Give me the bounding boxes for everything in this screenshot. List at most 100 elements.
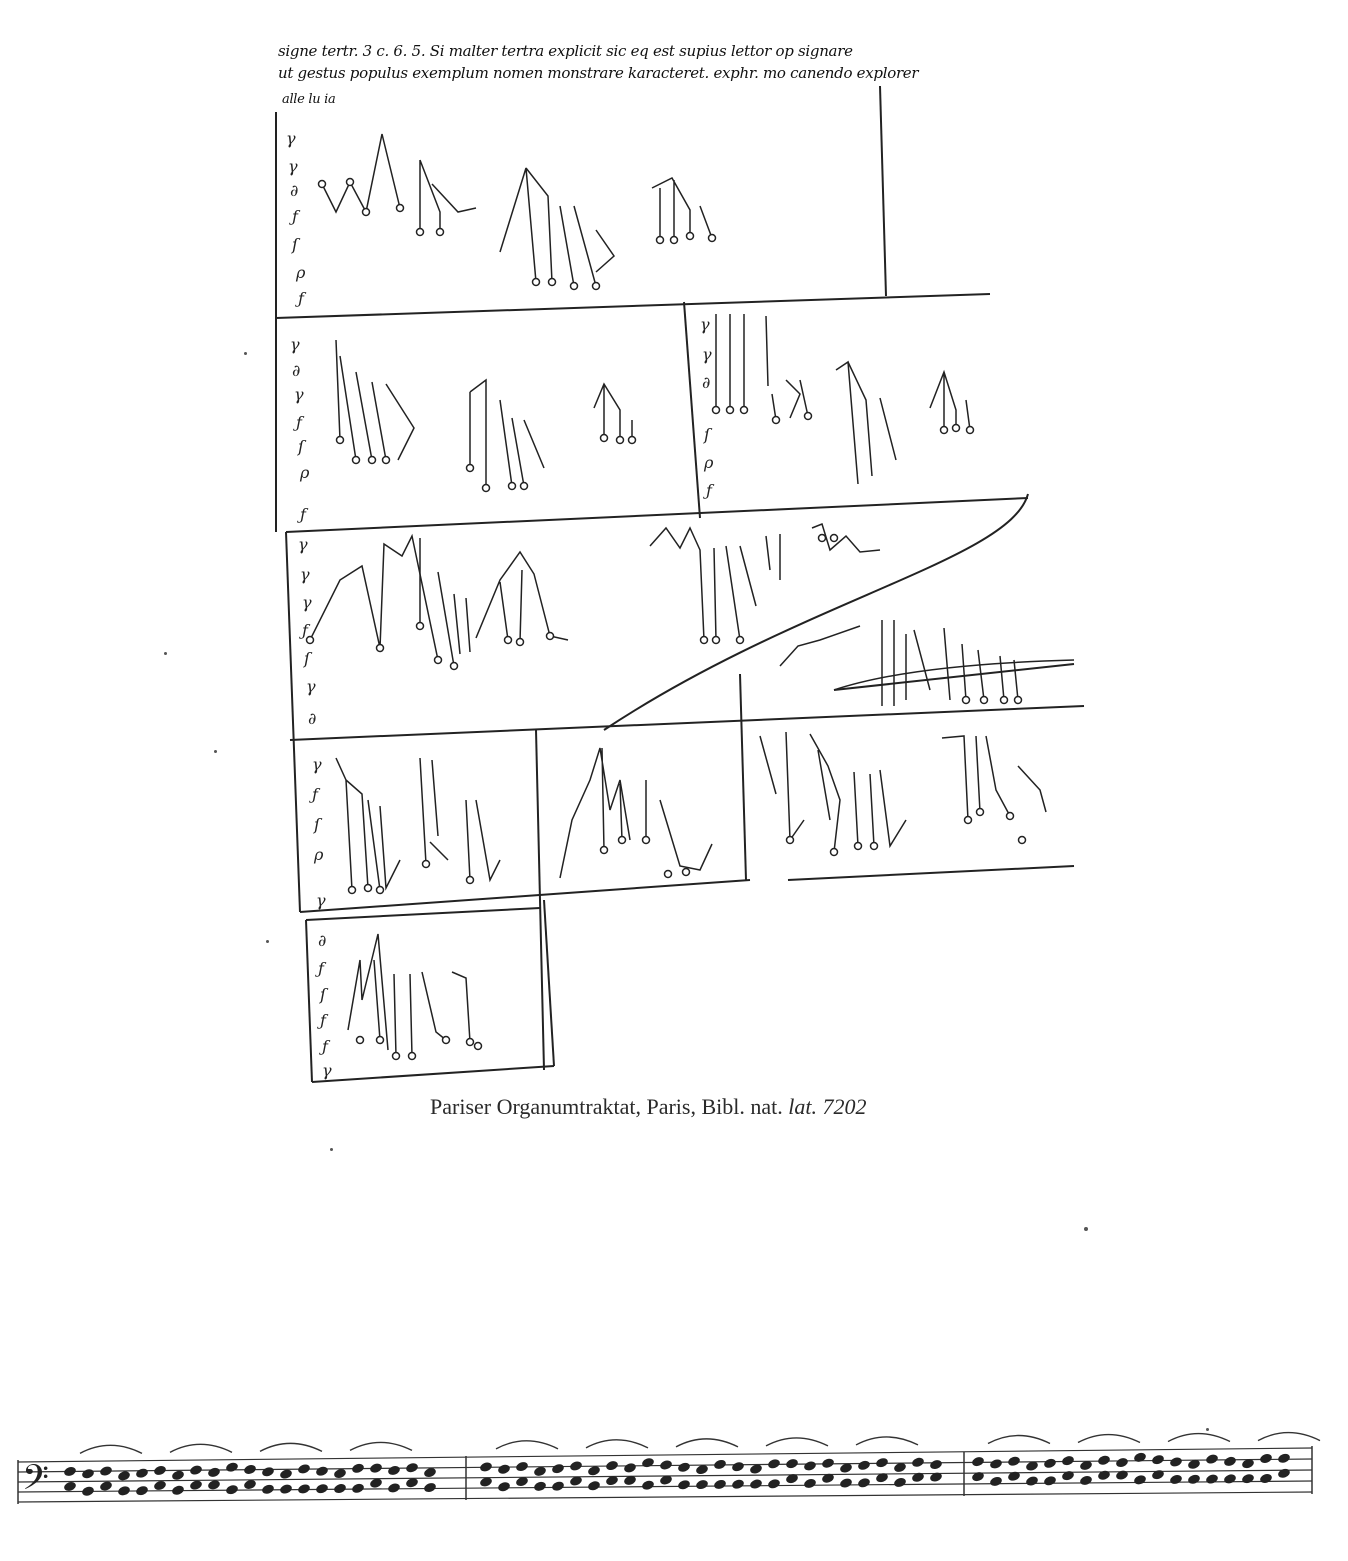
note-head	[1116, 1470, 1128, 1480]
note-head	[624, 1463, 636, 1473]
note-head	[606, 1476, 618, 1486]
note-head	[1224, 1474, 1236, 1484]
note-head	[100, 1466, 112, 1476]
slur	[349, 1441, 413, 1452]
manuscript-header-line-1: signe tertr. 3 c. 6. 5. Si malter tertra…	[278, 42, 853, 60]
note-head	[316, 1484, 328, 1494]
note-head	[822, 1458, 834, 1468]
note-head	[1242, 1459, 1254, 1469]
note-head	[714, 1459, 726, 1469]
note-head	[1062, 1471, 1074, 1481]
note-head	[388, 1483, 400, 1493]
svg-text:ſ: ſ	[319, 985, 329, 1004]
note-head	[552, 1481, 564, 1491]
note-head	[732, 1462, 744, 1472]
panel-borders	[275, 85, 1085, 1083]
note-head	[136, 1468, 148, 1478]
svg-text:γ: γ	[294, 385, 304, 404]
note-head	[1260, 1454, 1272, 1463]
svg-text:∂: ∂	[318, 931, 326, 950]
note-head	[370, 1463, 382, 1473]
note-head	[1278, 1468, 1290, 1478]
note-head	[82, 1486, 94, 1496]
note-head	[1278, 1453, 1290, 1463]
note-head	[262, 1467, 274, 1477]
note-head	[516, 1462, 528, 1471]
note-head	[1242, 1474, 1254, 1484]
note-head	[370, 1478, 382, 1488]
slur	[259, 1442, 323, 1453]
svg-text:ρ: ρ	[295, 263, 306, 282]
caption-italic: lat.	[788, 1094, 817, 1119]
note-head	[696, 1465, 708, 1475]
svg-text:ρ: ρ	[313, 845, 324, 864]
note-head	[172, 1485, 184, 1495]
svg-text:γ: γ	[702, 345, 712, 364]
svg-text:∂: ∂	[308, 709, 316, 728]
slur	[169, 1443, 233, 1453]
note-head	[786, 1474, 798, 1484]
svg-text:ſ: ſ	[291, 235, 301, 254]
note-head	[642, 1480, 654, 1490]
bass-clef-icon: 𝄢	[22, 1457, 49, 1506]
note-head	[1008, 1471, 1020, 1481]
slur	[987, 1434, 1051, 1445]
note-head	[804, 1478, 816, 1488]
svg-text:γ: γ	[322, 1061, 332, 1080]
note-head	[912, 1457, 924, 1467]
staff-notes	[64, 1452, 1290, 1496]
caption-number: 7202	[822, 1094, 867, 1119]
note-head	[714, 1479, 726, 1489]
note-head	[100, 1481, 112, 1491]
note-head	[1188, 1474, 1200, 1484]
svg-text:γ: γ	[316, 891, 326, 910]
slur	[675, 1438, 739, 1448]
note-head	[534, 1481, 546, 1491]
note-head	[876, 1473, 888, 1483]
note-head	[1152, 1470, 1164, 1480]
note-head	[190, 1480, 202, 1490]
svg-text:ſ: ſ	[703, 425, 713, 444]
svg-text:𝄢: 𝄢	[22, 1457, 49, 1506]
note-head	[1026, 1476, 1038, 1486]
note-head	[894, 1463, 906, 1472]
note-head	[64, 1481, 76, 1491]
note-head	[990, 1459, 1002, 1469]
note-head	[876, 1458, 888, 1468]
note-head	[388, 1465, 400, 1475]
note-heads	[305, 177, 1027, 1061]
note-head	[118, 1486, 130, 1496]
note-head	[516, 1477, 528, 1486]
note-head	[480, 1477, 492, 1487]
note-head	[972, 1472, 984, 1482]
barlines	[17, 1446, 1313, 1504]
note-head	[118, 1471, 130, 1481]
note-head	[226, 1462, 238, 1472]
figure-caption: Pariser Organumtraktat, Paris, Bibl. nat…	[430, 1094, 867, 1120]
note-head	[1260, 1474, 1272, 1483]
note-head	[352, 1483, 364, 1493]
note-head	[840, 1478, 852, 1488]
note-head	[606, 1461, 618, 1471]
svg-text:γ: γ	[298, 535, 308, 554]
note-head	[1008, 1456, 1020, 1466]
note-head	[406, 1478, 418, 1488]
slur	[585, 1439, 649, 1449]
note-head	[498, 1482, 510, 1492]
note-head	[244, 1480, 256, 1489]
note-head	[930, 1472, 942, 1482]
note-head	[840, 1463, 852, 1473]
slur	[1167, 1432, 1231, 1443]
note-head	[858, 1478, 870, 1488]
note-head	[1098, 1455, 1110, 1465]
svg-text:γ: γ	[286, 129, 296, 148]
svg-text:∂: ∂	[290, 181, 298, 200]
note-head	[172, 1470, 184, 1480]
note-head	[298, 1464, 310, 1474]
slur	[79, 1444, 143, 1454]
slur	[765, 1437, 829, 1447]
note-head	[1170, 1457, 1182, 1467]
note-head	[660, 1460, 672, 1470]
